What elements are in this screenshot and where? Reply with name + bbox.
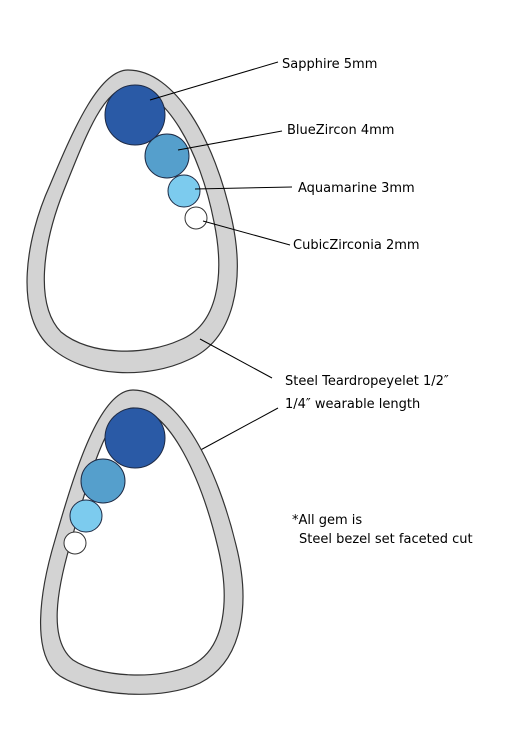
bottom-aquamarine-gem [69,499,103,533]
top-aquamarine-gem [167,174,201,208]
leader-cubic-zirconia [202,220,291,246]
top-blue-zircon-gem [144,133,190,179]
label-aquamarine: Aquamarine 3mm [298,181,415,196]
leader-blue-zircon [177,130,283,151]
leader-eyelet-bottom [194,407,279,454]
label-blue-zircon: BlueZircon 4mm [287,123,394,138]
label-wearable-length: 1/4″ wearable length [285,397,420,412]
leader-sapphire [149,61,279,101]
note-all-gem: *All gem is [292,513,362,528]
top-sapphire-gem [104,84,166,146]
leader-aquamarine [194,186,293,190]
bottom-blue-zircon-gem [80,458,126,504]
top-cubic-zirconia-gem [184,206,208,230]
label-sapphire: Sapphire 5mm [282,57,377,72]
label-cubic-zirconia: CubicZirconia 2mm [293,238,420,253]
bottom-eyelet [39,389,244,695]
bottom-cubic-zirconia-gem [63,531,87,555]
bottom-sapphire-gem [104,407,166,469]
leader-eyelet-top [199,338,273,379]
top-eyelet-ring [26,69,238,374]
label-eyelet-size: Steel Teardropeyelet 1/2″ [285,374,449,389]
note-bezel-set: Steel bezel set faceted cut [299,532,473,547]
